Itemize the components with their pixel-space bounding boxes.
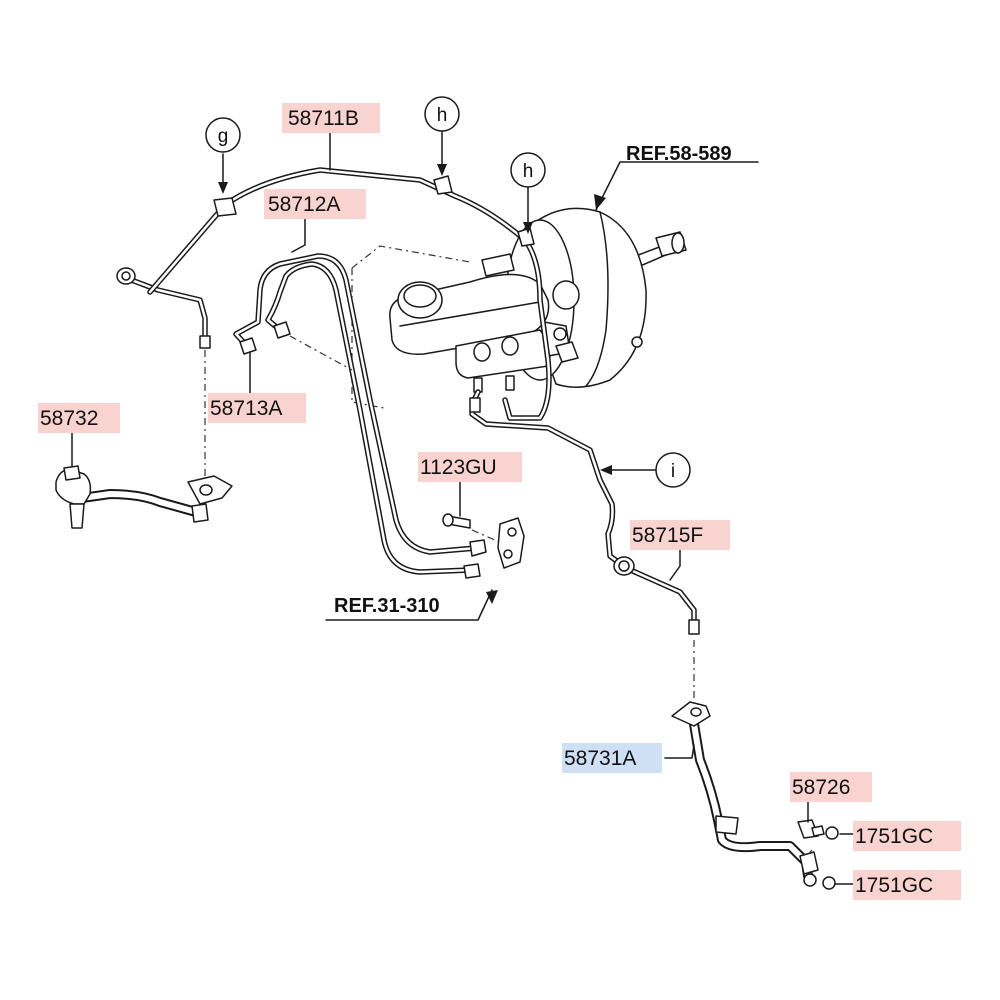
label-58731A-text: 58731A bbox=[564, 747, 636, 770]
ref-booster-label[interactable]: REF.58-589 bbox=[626, 143, 732, 165]
brake-hose-58732 bbox=[55, 465, 233, 529]
marker-g: g bbox=[205, 117, 241, 153]
label-1751GC-upper-text: 1751GC bbox=[855, 825, 933, 848]
marker-i: i bbox=[655, 452, 691, 488]
connection-line bbox=[801, 849, 813, 863]
label-58712A[interactable]: 58712A bbox=[264, 189, 366, 219]
label-1751GC-lower-text: 1751GC bbox=[855, 874, 933, 897]
label-58731A[interactable]: 58731A bbox=[562, 743, 662, 773]
brake-line-58712A bbox=[233, 253, 487, 579]
ref-bracket-label[interactable]: REF.31-310 bbox=[334, 595, 440, 617]
brake-line-front bbox=[469, 389, 629, 571]
label-1751GC-lower[interactable]: 1751GC bbox=[853, 870, 961, 900]
marker-g-letter: g bbox=[218, 126, 229, 147]
master-cylinder-reservoir bbox=[351, 245, 579, 409]
marker-i-letter: i bbox=[671, 461, 675, 482]
label-58713A-text: 58713A bbox=[210, 397, 282, 420]
label-1123GU-text: 1123GU bbox=[420, 456, 497, 479]
marker-h-top: h bbox=[424, 96, 460, 132]
label-58732-text: 58732 bbox=[40, 407, 98, 430]
label-58715F-text: 58715F bbox=[632, 524, 703, 547]
brake-line-58715F bbox=[613, 556, 700, 635]
arrowheads bbox=[218, 164, 612, 604]
label-58711B-text: 58711B bbox=[288, 107, 359, 130]
label-58713A[interactable]: 58713A bbox=[208, 393, 306, 423]
label-1123GU[interactable]: 1123GU bbox=[418, 452, 522, 482]
label-58711B[interactable]: 58711B bbox=[282, 103, 380, 133]
label-58726[interactable]: 58726 bbox=[790, 772, 872, 802]
bolt-1123GU bbox=[442, 513, 471, 529]
marker-h-letter: h bbox=[437, 105, 448, 126]
mounting-bracket bbox=[497, 517, 525, 569]
label-1751GC-upper[interactable]: 1751GC bbox=[853, 821, 961, 851]
marker-h-letter: h bbox=[523, 161, 534, 182]
marker-h-booster: h bbox=[510, 152, 546, 188]
label-58715F[interactable]: 58715F bbox=[630, 520, 730, 550]
washer-1751GC-lower bbox=[822, 876, 836, 890]
connection-line bbox=[289, 335, 353, 371]
banjo-bolt-58726 bbox=[797, 819, 825, 839]
label-58732[interactable]: 58732 bbox=[38, 403, 120, 433]
washer-1751GC-upper bbox=[825, 826, 839, 840]
brake-hose-58731A bbox=[671, 701, 819, 887]
label-58726-text: 58726 bbox=[792, 776, 850, 799]
label-58712A-text: 58712A bbox=[268, 193, 340, 216]
brake-line-58711B bbox=[116, 167, 552, 421]
